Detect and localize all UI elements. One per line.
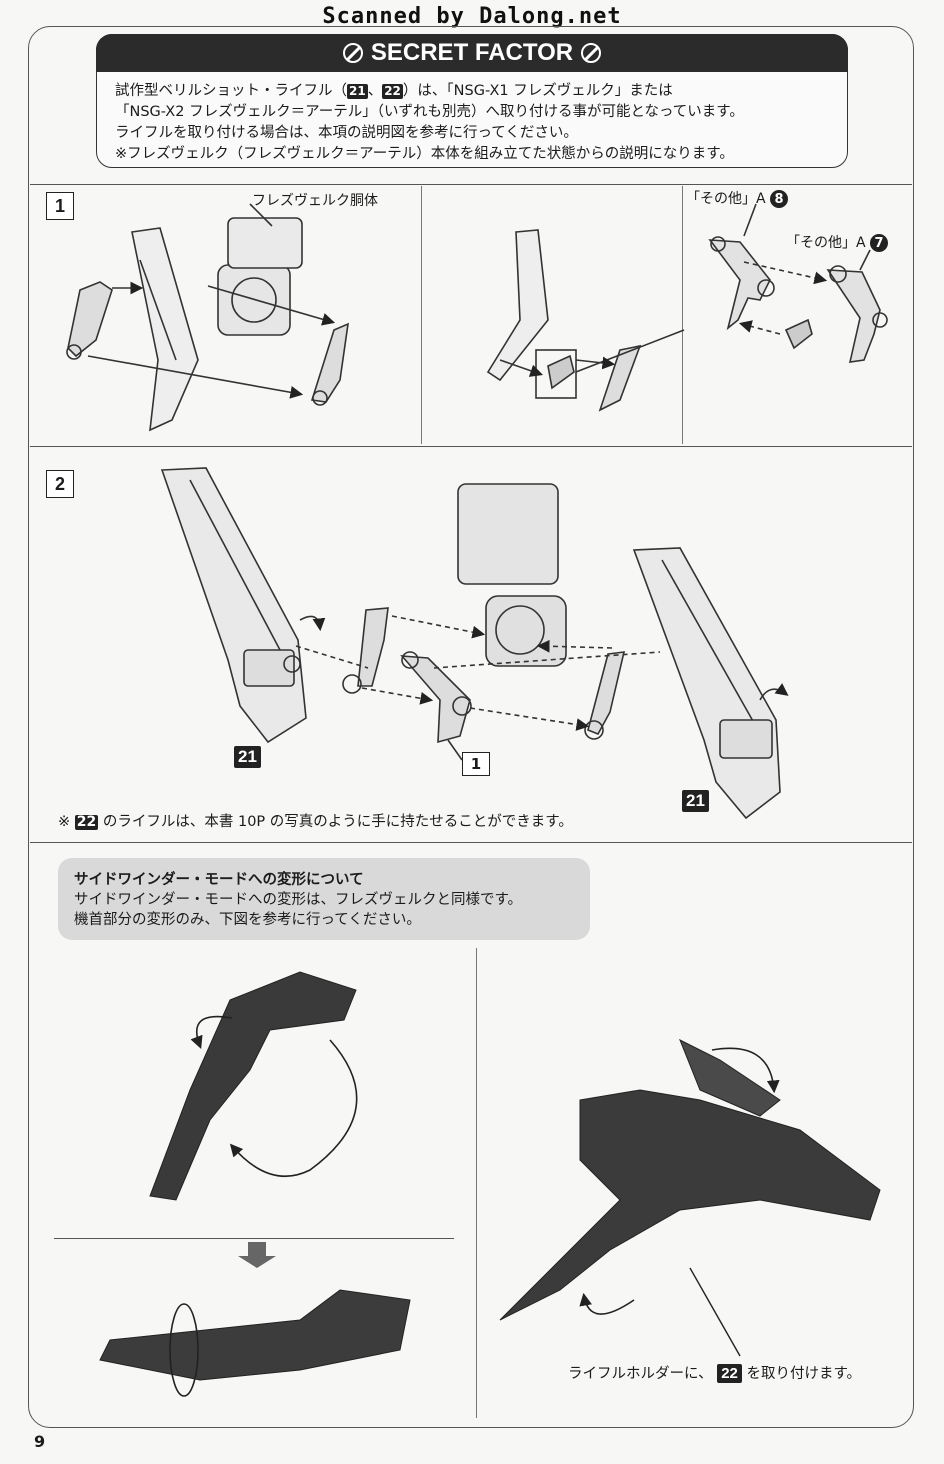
holder-caption: ライフルホルダーに、 22 を取り付けます。	[568, 1362, 861, 1383]
part-a7-illustration	[826, 269, 881, 363]
secret-line-1a: 試作型ベリルショット・ライフル（	[115, 83, 347, 99]
holder-part-22: 22	[717, 1364, 742, 1383]
divider-photos	[476, 948, 477, 1418]
connector-upper	[357, 607, 389, 687]
page-number: 9	[34, 1432, 46, 1451]
secret-line-3: ライフルを取り付ける場合は、本項の説明図を参考に行ってください。	[115, 125, 578, 141]
sidewinder-line-1: サイドワインダー・モードへの変形は、フレズヴェルクと同様です。	[74, 892, 523, 908]
part-badge-21-left: 21	[234, 746, 261, 768]
connector-lower	[587, 651, 626, 736]
part-tag-21: 21	[347, 84, 368, 99]
rifle-21-right	[632, 547, 781, 820]
step1-drawings	[66, 203, 888, 432]
secret-line-1c: 、	[367, 83, 383, 99]
page-frame	[28, 26, 914, 1428]
down-arrow-icon	[238, 1242, 276, 1268]
part-a8-illustration	[708, 239, 771, 331]
secret-line-2: 「NSG-X2 フレズヴェルク＝アーテル」（いずれも別売）へ取り付ける事が可能と…	[115, 104, 744, 120]
part-tag-22: 22	[382, 84, 403, 99]
sidewinder-box: サイドワインダー・モードへの変形について サイドワインダー・モードへの変形は、フ…	[58, 858, 590, 940]
divider-step1-a	[421, 186, 422, 444]
prohibited-icon	[581, 43, 602, 63]
secret-factor-box: SECRET FACTOR 試作型ベリルショット・ライフル（21、22）は、「N…	[96, 34, 848, 168]
rifle-arm-illustration-2	[486, 229, 549, 382]
note-mark: ※	[58, 814, 71, 830]
divider-step1-b	[682, 186, 683, 444]
other-a8-text: 「その他」A	[686, 191, 766, 207]
step-2-number: 2	[46, 470, 74, 498]
note-text: のライフルは、本書 10P の写真のように手に持たせることができます。	[102, 814, 573, 830]
sidewinder-title: サイドワインダー・モードへの変形について	[74, 872, 364, 888]
small-part-illustration	[547, 354, 575, 390]
scan-watermark: Scanned by Dalong.net	[322, 4, 622, 29]
divider-step2-top	[30, 446, 912, 447]
part-number-7: 7	[870, 234, 889, 252]
note-part-22: 22	[74, 814, 99, 830]
connector-part-right	[310, 322, 349, 403]
photo-sidewinder-mode	[499, 1089, 881, 1321]
divider-photo-left	[54, 1238, 454, 1239]
holder-text-a: ライフルホルダーに、	[568, 1366, 713, 1382]
prohibited-icon	[342, 43, 363, 63]
secret-line-1e: ）は、「NSG-X1 フレズヴェルク」または	[402, 83, 673, 99]
sidewinder-line-2: 機首部分の変形のみ、下図を参考に行ってください。	[74, 912, 421, 928]
small-part-illustration-2	[784, 318, 813, 350]
part-1-illustration	[400, 655, 471, 744]
sidewinder-text: サイドワインダー・モードへの変形は、フレズヴェルクと同様です。 機首部分の変形の…	[74, 890, 522, 930]
secret-line-4: ※フレズヴェルク（フレズヴェルク＝アーテル）本体を組み立てた状態からの説明になり…	[115, 146, 734, 162]
photo-rifle-straight	[99, 1289, 411, 1381]
part-number-8: 8	[770, 190, 789, 208]
divider-step1-top	[30, 184, 912, 185]
large-part-illustration	[598, 344, 642, 412]
secret-factor-title: SECRET FACTOR	[370, 39, 574, 66]
sub-step-1-box: 1	[462, 752, 490, 776]
photo-drawings	[99, 971, 881, 1397]
torso-illustration	[457, 483, 559, 585]
other-a7-label: 「その他」A 7	[786, 232, 889, 252]
other-a8-label: 「その他」A 8	[686, 188, 789, 208]
body-label: フレズヴェルク胴体	[252, 193, 378, 209]
step2-drawings	[160, 467, 789, 820]
rifle-note: ※ 22 のライフルは、本書 10P の写真のように手に持たせることができます。	[58, 810, 573, 831]
photo-rifle-bent	[149, 971, 357, 1201]
secret-line-1: 試作型ベリルショット・ライフル（21、22）は、「NSG-X1 フレズヴェルク」…	[115, 81, 744, 102]
holder-text-b: を取り付けます。	[746, 1366, 862, 1382]
other-a7-text: 「その他」A	[786, 235, 866, 251]
secret-factor-text: 試作型ベリルショット・ライフル（21、22）は、「NSG-X1 フレズヴェルク」…	[115, 81, 744, 165]
rifle-21-left	[160, 467, 307, 744]
part-badge-21-right: 21	[682, 790, 709, 812]
divider-sidewinder-top	[30, 842, 912, 843]
step-1-number: 1	[46, 192, 74, 220]
secret-factor-title-bar: SECRET FACTOR	[96, 34, 848, 72]
